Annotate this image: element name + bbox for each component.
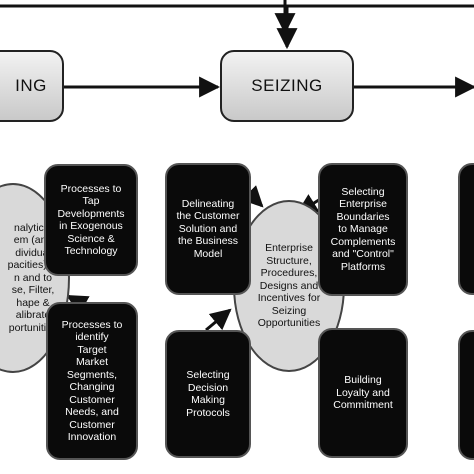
- seizing-top-left-box: Delineating the Customer Solution and th…: [165, 163, 251, 295]
- seizing-bottom-right-text: Building Loyalty and Commitment: [333, 374, 393, 412]
- sensing-bottom-box: Processes to identify Target Market Segm…: [46, 302, 138, 460]
- seizing-core-text: Enterprise Structure, Procedures, Design…: [257, 242, 321, 330]
- seizing-top-right-box: Selecting Enterprise Boundaries to Manag…: [318, 163, 408, 296]
- sensing-bottom-box-text: Processes to identify Target Market Segm…: [61, 318, 123, 444]
- transforming-top-box-partial: [458, 163, 474, 295]
- seizing-stage-box: SEIZING: [220, 50, 354, 122]
- seizing-bottom-left-text: Selecting Decision Making Protocols: [186, 369, 230, 419]
- seizing-bottom-left-box: Selecting Decision Making Protocols: [165, 330, 251, 458]
- sensing-top-box-text: Processes to Tap Developments in Exogeno…: [57, 182, 125, 258]
- sensing-core-text: nalytical em (and dividual pacities) to …: [7, 221, 59, 334]
- sensing-stage-label: ING: [15, 76, 47, 95]
- transforming-bottom-box-partial: [458, 330, 474, 460]
- sensing-stage-box: ING: [0, 50, 64, 122]
- seizing-stage-label: SEIZING: [251, 76, 323, 95]
- seizing-bottom-left-arrow: [205, 308, 232, 332]
- seizing-bottom-right-box: Building Loyalty and Commitment: [318, 328, 408, 458]
- seizing-top-left-text: Delineating the Customer Solution and th…: [176, 197, 240, 260]
- sensing-top-box: Processes to Tap Developments in Exogeno…: [44, 164, 138, 276]
- seizing-top-right-text: Selecting Enterprise Boundaries to Manag…: [330, 185, 396, 273]
